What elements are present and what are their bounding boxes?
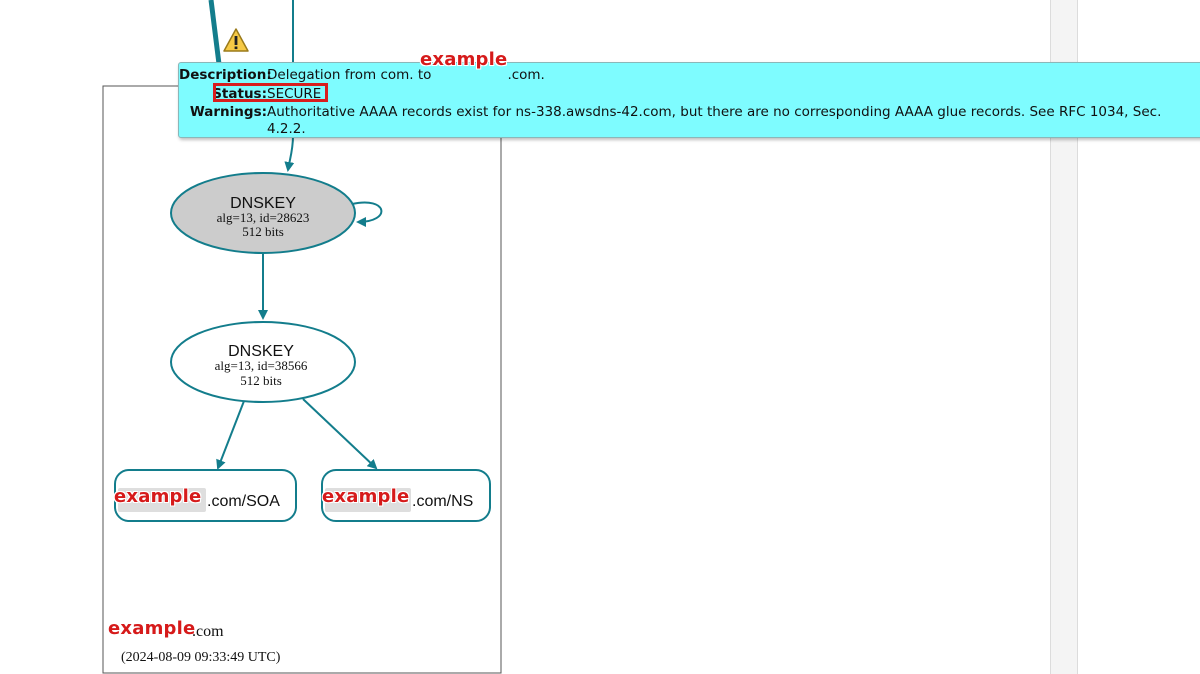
soa-node-label: .com/SOA <box>207 493 280 510</box>
dnskey-ksk-detail: alg=13, id=28623 <box>217 210 310 225</box>
delegation-edge[interactable] <box>208 0 222 65</box>
dnskey-zsk-title: DNSKEY <box>228 343 294 360</box>
tooltip-description-label: Description: <box>179 67 272 83</box>
dnskey-ksk-bits: 512 bits <box>242 224 284 239</box>
tooltip-warnings-value: Authoritative AAAA records exist for ns-… <box>267 104 1162 120</box>
tooltip-warnings-label: Warnings: <box>189 104 267 120</box>
redaction-label: example <box>322 486 410 507</box>
zsk-to-soa-edge[interactable] <box>216 400 245 470</box>
dnskey-zsk-bits: 512 bits <box>240 373 282 388</box>
tooltip-warnings-row-cont: 4.2.2. <box>267 121 306 137</box>
tooltip-status-label: Status: <box>212 86 267 102</box>
dnskey-zsk-node[interactable]: DNSKEY alg=13, id=38566 512 bits <box>170 321 356 403</box>
zsk-to-ns-edge[interactable] <box>302 398 378 470</box>
tooltip-description-row: Description: Delegation from com. to .com… <box>179 67 545 83</box>
dnskey-ksk-title: DNSKEY <box>230 195 296 212</box>
tooltip-warnings-value-cont: 4.2.2. <box>267 121 306 137</box>
tooltip-status-row: Status: SECURE <box>179 86 321 102</box>
tooltip-status-value: SECURE <box>267 86 322 102</box>
redaction-label: example <box>420 49 508 70</box>
ns-node-label: .com/NS <box>412 493 473 510</box>
redaction-label: example <box>114 486 202 507</box>
redacted-domain-patch <box>325 488 411 512</box>
status-highlight-box <box>213 83 328 102</box>
dnskey-ksk-node[interactable]: DNSKEY alg=13, id=28623 512 bits <box>170 172 356 254</box>
edge-info-tooltip: Description: Delegation from com. to .com… <box>178 62 1200 138</box>
zone-analysis-timestamp: (2024-08-09 09:33:49 UTC) <box>121 650 281 665</box>
tooltip-warnings-row: Warnings: Authoritative AAAA records exi… <box>179 104 1161 120</box>
warning-icon[interactable] <box>222 27 250 53</box>
tooltip-description-prefix: Delegation from com. to <box>267 67 432 83</box>
dnskey-zsk-detail: alg=13, id=38566 <box>215 358 308 373</box>
redaction-label: example <box>108 618 196 639</box>
ksk-self-signature-edge[interactable] <box>351 201 383 227</box>
redacted-domain-patch <box>118 488 206 512</box>
tooltip-description-suffix: .com. <box>507 67 545 83</box>
tooltip-description-value: Delegation from com. to .com. <box>267 67 545 83</box>
zone-name-suffix: .com <box>192 623 224 640</box>
